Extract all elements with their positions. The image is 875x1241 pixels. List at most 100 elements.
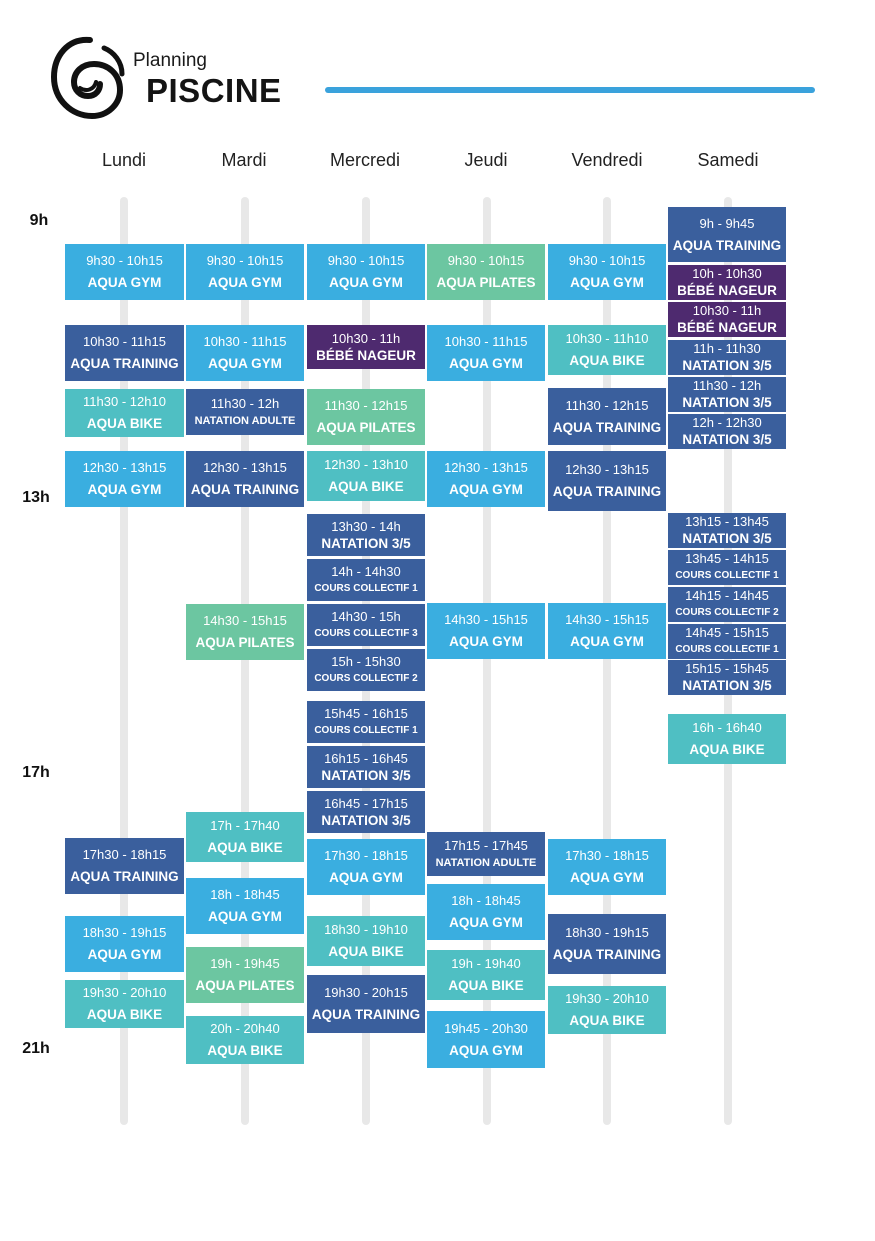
schedule-slot[interactable]: 14h - 14h30 COURS COLLECTIF 1 <box>307 559 425 601</box>
slot-activity: NATATION ADULTE <box>194 414 296 427</box>
schedule-slot[interactable]: 17h15 - 17h45 NATATION ADULTE <box>427 832 545 876</box>
schedule-slot[interactable]: 13h30 - 14h NATATION 3/5 <box>307 514 425 556</box>
schedule-slot[interactable]: 11h30 - 12h NATATION 3/5 <box>668 377 786 412</box>
schedule-slot[interactable]: 12h - 12h30 NATATION 3/5 <box>668 414 786 449</box>
slot-time: 19h30 - 20h15 <box>324 985 408 1000</box>
slot-time: 19h - 19h45 <box>210 956 280 971</box>
slot-activity: BÉBÉ NAGEUR <box>677 283 777 298</box>
slot-activity: AQUA GYM <box>87 275 162 290</box>
slot-activity: AQUA TRAINING <box>552 419 662 435</box>
slot-time: 14h - 14h30 <box>331 563 401 579</box>
schedule-slot[interactable]: 9h30 - 10h15 AQUA GYM <box>548 244 666 300</box>
schedule-slot[interactable]: 9h30 - 10h15 AQUA GYM <box>307 244 425 300</box>
slot-time: 12h30 - 13h15 <box>203 460 287 475</box>
schedule-slot[interactable]: 10h - 10h30 BÉBÉ NAGEUR <box>668 265 786 300</box>
schedule-slot[interactable]: 10h30 - 11h15 AQUA GYM <box>427 325 545 381</box>
schedule-slot[interactable]: 9h - 9h45 AQUA TRAINING <box>668 207 786 262</box>
swirl-logo-icon <box>50 36 125 120</box>
slot-time: 9h30 - 10h15 <box>447 253 525 268</box>
slot-time: 10h30 - 11h15 <box>83 334 166 349</box>
slot-activity: AQUA BIKE <box>86 1007 163 1022</box>
schedule-slot[interactable]: 15h15 - 15h45 NATATION 3/5 <box>668 660 786 695</box>
schedule-slot[interactable]: 12h30 - 13h15 AQUA GYM <box>427 451 545 507</box>
schedule-slot[interactable]: 11h30 - 12h10 AQUA BIKE <box>65 389 184 437</box>
slot-activity: BÉBÉ NAGEUR <box>316 347 416 363</box>
slot-time: 18h30 - 19h10 <box>324 922 408 937</box>
schedule-slot[interactable]: 17h30 - 18h15 AQUA GYM <box>307 839 425 895</box>
slot-time: 9h30 - 10h15 <box>206 253 284 268</box>
schedule-slot[interactable]: 9h30 - 10h15 AQUA GYM <box>65 244 184 300</box>
slot-time: 14h15 - 14h45 <box>685 588 769 603</box>
slot-time: 10h30 - 11h10 <box>565 331 649 346</box>
slot-time: 10h30 - 11h <box>331 330 401 346</box>
slot-time: 17h30 - 18h15 <box>82 847 167 862</box>
schedule-slot[interactable]: 18h - 18h45 AQUA GYM <box>427 884 545 940</box>
schedule-slot[interactable]: 15h - 15h30 COURS COLLECTIF 2 <box>307 649 425 691</box>
slot-time: 16h45 - 17h15 <box>324 795 408 811</box>
slot-activity: AQUA BIKE <box>689 742 765 757</box>
schedule-slot[interactable]: 11h30 - 12h15 AQUA PILATES <box>307 389 425 445</box>
schedule-slot[interactable]: 11h30 - 12h NATATION ADULTE <box>186 389 304 435</box>
schedule-slot[interactable]: 10h30 - 11h15 AQUA GYM <box>186 325 304 381</box>
schedule-slot[interactable]: 12h30 - 13h15 AQUA TRAINING <box>186 451 304 507</box>
schedule-slot[interactable]: 12h30 - 13h15 AQUA GYM <box>65 451 184 507</box>
schedule-slot[interactable]: 13h15 - 13h45 NATATION 3/5 <box>668 513 786 548</box>
schedule-slot[interactable]: 19h - 19h45 AQUA PILATES <box>186 947 304 1003</box>
schedule-slot[interactable]: 15h45 - 16h15 COURS COLLECTIF 1 <box>307 701 425 743</box>
schedule-slot[interactable]: 14h30 - 15h COURS COLLECTIF 3 <box>307 604 425 646</box>
schedule-slot[interactable]: 10h30 - 11h10 AQUA BIKE <box>548 325 666 375</box>
slot-time: 10h - 10h30 <box>692 266 762 281</box>
schedule-slot[interactable]: 17h30 - 18h15 AQUA TRAINING <box>65 838 184 894</box>
slot-activity: AQUA BIKE <box>569 1013 645 1028</box>
schedule-slot[interactable]: 17h30 - 18h15 AQUA GYM <box>548 839 666 895</box>
slot-time: 19h30 - 20h10 <box>565 991 649 1006</box>
schedule-slot[interactable]: 11h - 11h30 NATATION 3/5 <box>668 340 786 375</box>
schedule-slot[interactable]: 14h30 - 15h15 AQUA GYM <box>427 603 545 659</box>
schedule-slot[interactable]: 11h30 - 12h15 AQUA TRAINING <box>548 388 666 445</box>
slot-activity: AQUA GYM <box>87 947 162 962</box>
slot-time: 9h - 9h45 <box>699 215 755 231</box>
schedule-slot[interactable]: 16h - 16h40 AQUA BIKE <box>668 714 786 764</box>
slot-activity: AQUA BIKE <box>328 479 404 494</box>
slot-activity: AQUA GYM <box>449 1042 523 1058</box>
slot-time: 18h30 - 19h15 <box>82 925 167 940</box>
slot-activity: NATATION 3/5 <box>682 432 772 447</box>
slot-activity: AQUA GYM <box>208 356 282 371</box>
brand-subtitle: Planning <box>133 50 207 71</box>
schedule-slot[interactable]: 20h - 20h40 AQUA BIKE <box>186 1016 304 1064</box>
slot-time: 12h30 - 13h15 <box>82 460 167 475</box>
schedule-slot[interactable]: 18h - 18h45 AQUA GYM <box>186 878 304 934</box>
schedule-slot[interactable]: 9h30 - 10h15 AQUA GYM <box>186 244 304 300</box>
slot-activity: COURS COLLECTIF 1 <box>675 644 779 655</box>
slot-time: 17h30 - 18h15 <box>565 848 649 863</box>
schedule-slot[interactable]: 10h30 - 11h BÉBÉ NAGEUR <box>668 302 786 337</box>
schedule-slot[interactable]: 12h30 - 13h10 AQUA BIKE <box>307 451 425 501</box>
schedule-slot[interactable]: 14h30 - 15h15 AQUA PILATES <box>186 604 304 660</box>
slot-time: 17h15 - 17h45 <box>444 837 528 853</box>
schedule-slot[interactable]: 13h45 - 14h15 COURS COLLECTIF 1 <box>668 550 786 585</box>
schedule-slot[interactable]: 14h45 - 15h15 COURS COLLECTIF 1 <box>668 624 786 659</box>
schedule-slot[interactable]: 9h30 - 10h15 AQUA PILATES <box>427 244 545 300</box>
schedule-slot[interactable]: 18h30 - 19h15 AQUA GYM <box>65 916 184 972</box>
schedule-slot[interactable]: 16h15 - 16h45 NATATION 3/5 <box>307 746 425 788</box>
schedule-slot[interactable]: 19h30 - 20h10 AQUA BIKE <box>548 986 666 1034</box>
schedule-slot[interactable]: 10h30 - 11h BÉBÉ NAGEUR <box>307 325 425 369</box>
schedule-slot[interactable]: 12h30 - 13h15 AQUA TRAINING <box>548 451 666 511</box>
slot-activity: AQUA PILATES <box>195 635 295 650</box>
slot-time: 18h - 18h45 <box>451 893 521 908</box>
schedule-slot[interactable]: 17h - 17h40 AQUA BIKE <box>186 812 304 862</box>
schedule-slot[interactable]: 19h30 - 20h10 AQUA BIKE <box>65 980 184 1028</box>
timeline-rail <box>120 197 128 1125</box>
day-jeudi: Jeudi <box>464 150 508 170</box>
schedule-slot[interactable]: 18h30 - 19h15 AQUA TRAINING <box>548 914 666 974</box>
slot-activity: AQUA PILATES <box>436 275 536 290</box>
schedule-slot[interactable]: 18h30 - 19h10 AQUA BIKE <box>307 916 425 966</box>
schedule-slot[interactable]: 16h45 - 17h15 NATATION 3/5 <box>307 791 425 833</box>
schedule-slot[interactable]: 19h30 - 20h15 AQUA TRAINING <box>307 975 425 1033</box>
schedule-slot[interactable]: 14h30 - 15h15 AQUA GYM <box>548 603 666 659</box>
schedule-slot[interactable]: 19h - 19h40 AQUA BIKE <box>427 950 545 1000</box>
schedule-slot[interactable]: 14h15 - 14h45 COURS COLLECTIF 2 <box>668 587 786 622</box>
slot-time: 11h30 - 12h10 <box>83 394 166 409</box>
schedule-slot[interactable]: 10h30 - 11h15 AQUA TRAINING <box>65 325 184 381</box>
schedule-slot[interactable]: 19h45 - 20h30 AQUA GYM <box>427 1011 545 1068</box>
